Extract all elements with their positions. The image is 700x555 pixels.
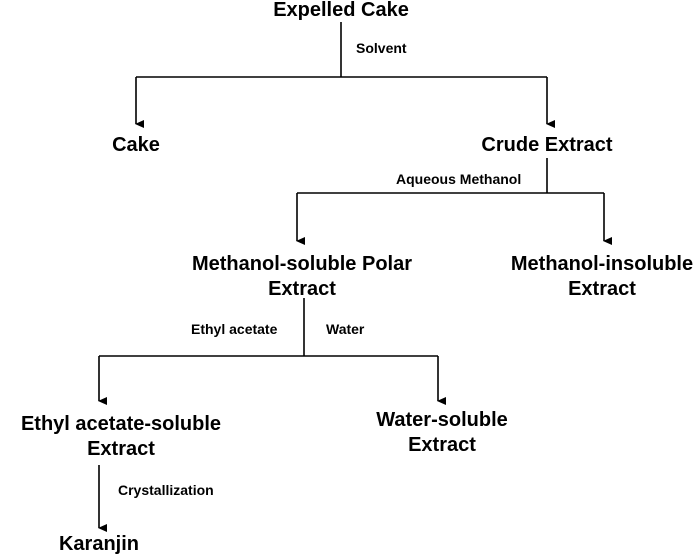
edge-label-water: Water bbox=[326, 321, 365, 337]
node-ethyl-acetate-soluble-line2: Extract bbox=[87, 438, 155, 460]
edge-label-crystallization: Crystallization bbox=[118, 482, 214, 498]
node-methanol-soluble-line2: Extract bbox=[268, 278, 336, 300]
node-ethyl-acetate-soluble-extract: Ethyl acetate-soluble Extract bbox=[0, 412, 242, 462]
node-methanol-insoluble-line2: Extract bbox=[568, 278, 636, 300]
edge-label-ethyl-acetate: Ethyl acetate bbox=[191, 321, 278, 337]
node-expelled-cake: Expelled Cake bbox=[273, 0, 409, 21]
node-ethyl-acetate-soluble-line1: Ethyl acetate-soluble bbox=[20, 413, 222, 435]
node-crude-extract: Crude Extract bbox=[481, 134, 613, 156]
node-methanol-insoluble-extract: Methanol-insoluble Extract bbox=[488, 252, 700, 302]
node-water-soluble-extract: Water-soluble Extract bbox=[342, 408, 542, 458]
edge-label-aqueous-methanol: Aqueous Methanol bbox=[396, 171, 522, 187]
node-water-soluble-line1: Water-soluble bbox=[376, 409, 508, 431]
node-methanol-soluble-polar-extract: Methanol-soluble Polar Extract bbox=[167, 252, 437, 302]
node-cake: Cake bbox=[112, 134, 160, 156]
node-karanjin: Karanjin bbox=[58, 533, 140, 555]
node-water-soluble-line2: Extract bbox=[408, 434, 476, 456]
node-methanol-insoluble-line1: Methanol-insoluble bbox=[510, 253, 694, 275]
edge-label-solvent: Solvent bbox=[356, 40, 407, 56]
node-methanol-soluble-line1: Methanol-soluble Polar bbox=[191, 253, 413, 275]
